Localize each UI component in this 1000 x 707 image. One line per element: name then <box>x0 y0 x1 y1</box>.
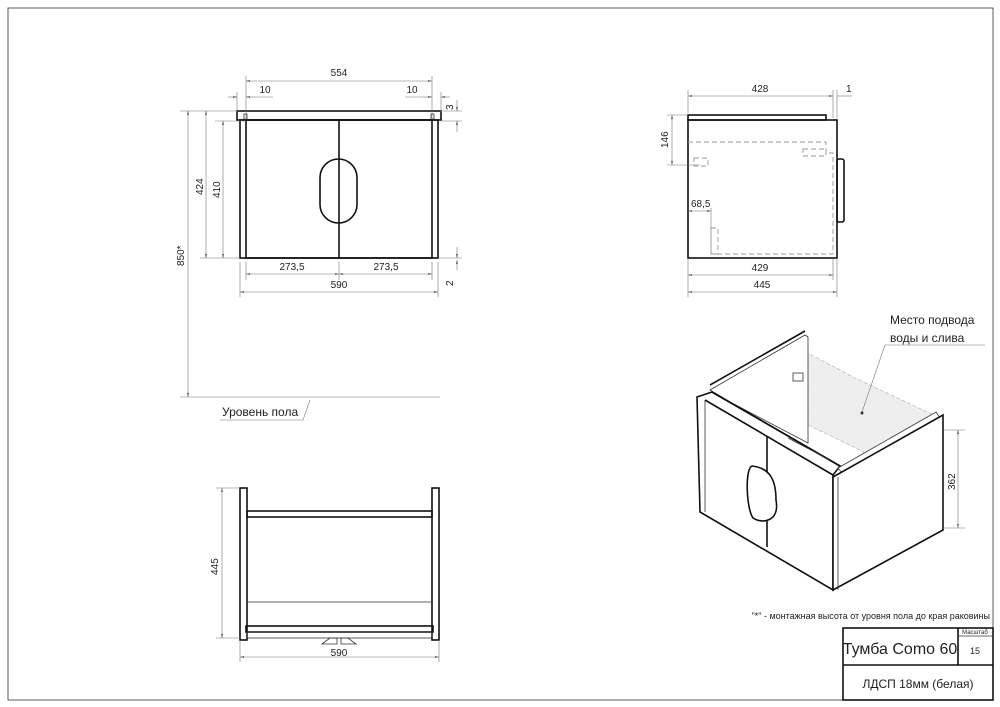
dim-1: 1 <box>846 84 852 95</box>
floor-label: Уровень пола <box>222 405 298 419</box>
dim-850: 850* <box>176 245 187 266</box>
dim-10-right: 10 <box>406 85 418 96</box>
dim-590: 590 <box>331 280 348 291</box>
drawing-frame <box>7 7 994 701</box>
dim-429: 429 <box>752 263 769 274</box>
handle <box>319 158 358 224</box>
title-block: Тумба Como 60 Масштаб 15 ЛДСП 18мм (бела… <box>842 627 994 701</box>
dim-590-plan: 590 <box>331 648 348 659</box>
callout-line2: воды и слива <box>890 331 965 345</box>
dim-362: 362 <box>947 473 958 490</box>
dim-445-plan: 445 <box>210 558 221 575</box>
dim-273-5-left: 273,5 <box>279 262 304 273</box>
dim-10-left: 10 <box>259 85 271 96</box>
dim-554: 554 <box>331 68 348 79</box>
dim-273-5-right: 273,5 <box>373 262 398 273</box>
scale-value: 15 <box>970 646 980 656</box>
material: ЛДСП 18мм (белая) <box>863 677 974 691</box>
dim-2: 2 <box>445 280 456 286</box>
dim-424: 424 <box>195 178 206 195</box>
front-view: 554 10 10 3 424 410 850* 273,5 273,5 590… <box>176 68 462 421</box>
dim-410: 410 <box>212 181 223 198</box>
side-view: 428 1 146 68,5 429 445 <box>660 84 852 297</box>
dim-428: 428 <box>752 84 769 95</box>
dim-146: 146 <box>660 131 671 148</box>
plan-view: 445 590 <box>210 487 440 662</box>
title: Тумба Como 60 <box>843 641 958 658</box>
scale-label: Масштаб <box>962 630 988 636</box>
mounting-note: "*" - монтажная высота от уровня пола до… <box>752 611 990 621</box>
dim-68-5: 68,5 <box>691 199 711 210</box>
dim-3: 3 <box>445 104 456 110</box>
dim-445-side: 445 <box>754 280 771 291</box>
iso-handle <box>746 465 778 522</box>
callout-line1: Место подвода <box>890 313 975 327</box>
isometric-view: Место подвода воды и слива 362 <box>696 313 985 592</box>
